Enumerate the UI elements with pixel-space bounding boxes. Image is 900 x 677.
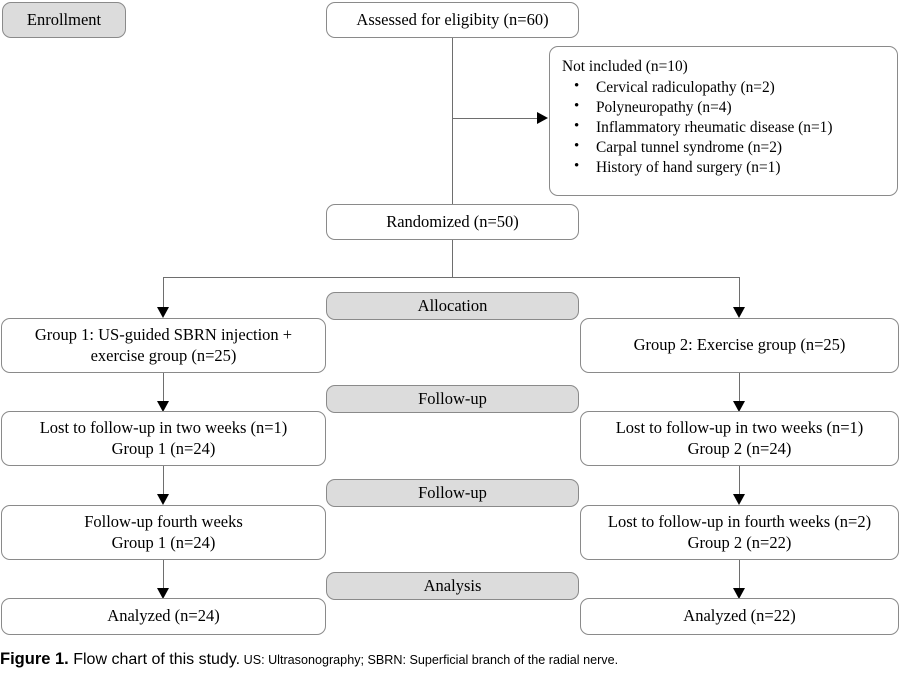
arrowhead-to-group2-allocation-icon <box>732 307 745 318</box>
list-item: History of hand surgery (n=1) <box>574 157 889 178</box>
node-group1-fu4-line2: Group 1 (n=24) <box>111 532 216 552</box>
stage-band-allocation: Allocation <box>326 292 579 320</box>
arrowhead-to-excluded-icon <box>537 111 548 124</box>
stage-band-enrollment: Enrollment <box>2 2 126 38</box>
stage-band-followup-2: Follow-up <box>326 479 579 507</box>
connector-group2-alloc-to-fu2 <box>739 373 740 405</box>
node-group1-allocation: Group 1: US-guided SBRN injection + exer… <box>1 318 326 373</box>
stage-band-analysis: Analysis <box>326 572 579 600</box>
node-group2-allocation: Group 2: Exercise group (n=25) <box>580 318 899 373</box>
connector-randomized-to-group1 <box>163 277 164 310</box>
node-not-included: Not included (n=10) Cervical radiculopat… <box>549 46 898 196</box>
node-randomized-label: Randomized (n=50) <box>386 211 519 231</box>
node-group2-followup-two-weeks: Lost to follow-up in two weeks (n=1) Gro… <box>580 411 899 466</box>
list-item: Inflammatory rheumatic disease (n=1) <box>574 117 889 138</box>
arrowhead-to-group1-allocation-icon <box>156 307 169 318</box>
node-assessed-for-eligibility: Assessed for eligibity (n=60) <box>326 2 579 38</box>
node-group2-fu4-label: Lost to follow-up in fourth weeks (n=2) … <box>608 512 871 552</box>
connector-randomized-split <box>163 277 739 278</box>
arrowhead-group1-fu2-icon <box>156 401 169 412</box>
node-group2-fu4-line2: Group 2 (n=22) <box>687 532 792 552</box>
node-group2-fu2-line2: Group 2 (n=24) <box>687 438 792 458</box>
stage-band-analysis-label: Analysis <box>423 576 482 595</box>
connector-assessed-to-randomized <box>452 38 453 204</box>
figure-caption: Figure 1. Flow chart of this study. US: … <box>0 650 900 669</box>
connector-group1-fu4-to-analyzed <box>163 560 164 592</box>
not-included-reason-list: Cervical radiculopathy (n=2) Polyneuropa… <box>562 77 889 178</box>
arrowhead-group1-analyzed-icon <box>156 588 169 599</box>
connector-group2-fu2-to-fu4 <box>739 466 740 498</box>
connector-assessed-to-excluded <box>452 118 538 119</box>
node-group2-fu2-label: Lost to follow-up in two weeks (n=1) Gro… <box>616 418 864 458</box>
node-group2-fu4-line1: Lost to follow-up in fourth weeks (n=2) <box>607 512 872 532</box>
node-assessed-label: Assessed for eligibity (n=60) <box>356 9 549 29</box>
node-group1-fu2-line2: Group 1 (n=24) <box>111 438 216 458</box>
node-group1-fu2-line1: Lost to follow-up in two weeks (n=1) <box>39 418 288 438</box>
arrowhead-group2-analyzed-icon <box>732 588 745 599</box>
arrowhead-group1-fu4-icon <box>156 494 169 505</box>
arrowhead-group2-fu4-icon <box>732 494 745 505</box>
list-item: Polyneuropathy (n=4) <box>574 97 889 118</box>
node-group1-followup-fourth-weeks: Follow-up fourth weeks Group 1 (n=24) <box>1 505 326 560</box>
node-group1-fu4-label: Follow-up fourth weeks Group 1 (n=24) <box>84 512 243 552</box>
stage-band-followup-1-label: Follow-up <box>418 389 487 408</box>
node-group1-allocation-label: Group 1: US-guided SBRN injection + exer… <box>35 325 292 365</box>
node-group2-allocation-label: Group 2: Exercise group (n=25) <box>633 335 846 355</box>
list-item: Cervical radiculopathy (n=2) <box>574 77 889 98</box>
not-included-heading: Not included (n=10) <box>562 58 688 75</box>
connector-group1-fu2-to-fu4 <box>163 466 164 498</box>
stage-band-allocation-label: Allocation <box>417 296 488 315</box>
stage-band-followup-1: Follow-up <box>326 385 579 413</box>
node-randomized: Randomized (n=50) <box>326 204 579 240</box>
node-group1-allocation-line2: exercise group (n=25) <box>90 345 237 365</box>
stage-band-followup-2-label: Follow-up <box>418 483 487 502</box>
node-group1-fu2-label: Lost to follow-up in two weeks (n=1) Gro… <box>40 418 288 458</box>
stage-band-enrollment-label: Enrollment <box>26 10 102 29</box>
connector-group2-fu4-to-analyzed <box>739 560 740 592</box>
list-item: Carpal tunnel syndrome (n=2) <box>574 137 889 158</box>
arrowhead-group2-fu2-icon <box>732 401 745 412</box>
node-group2-analyzed-label: Analyzed (n=22) <box>683 606 796 626</box>
node-group2-fu2-line1: Lost to follow-up in two weeks (n=1) <box>615 418 864 438</box>
node-group1-analyzed-label: Analyzed (n=24) <box>107 606 220 626</box>
connector-randomized-to-group2 <box>739 277 740 310</box>
node-group1-analyzed: Analyzed (n=24) <box>1 598 326 635</box>
connector-group1-alloc-to-fu2 <box>163 373 164 405</box>
node-group2-analyzed: Analyzed (n=22) <box>580 598 899 635</box>
node-group2-followup-fourth-weeks: Lost to follow-up in fourth weeks (n=2) … <box>580 505 899 560</box>
node-group1-followup-two-weeks: Lost to follow-up in two weeks (n=1) Gro… <box>1 411 326 466</box>
connector-randomized-stem <box>452 240 453 278</box>
node-group1-allocation-line1: Group 1: US-guided SBRN injection + <box>34 325 293 345</box>
figure-abbreviations: US: Ultrasonography; SBRN: Superficial b… <box>240 653 619 667</box>
figure-number: Figure 1. <box>0 650 69 668</box>
figure-title: Flow chart of this study. <box>68 651 241 668</box>
node-group1-fu4-line1: Follow-up fourth weeks <box>84 512 243 532</box>
